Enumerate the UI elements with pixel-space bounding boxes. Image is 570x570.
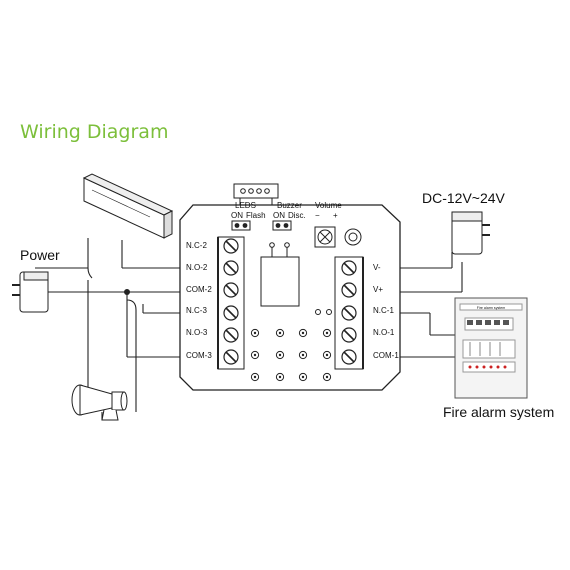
terminal-label-nc2: N.C-2 [186,241,207,250]
volume-plus-label: + [333,211,338,220]
right-terminal-block [334,256,364,370]
right-terminal-screw-1[interactable] [341,260,357,276]
volume-knob[interactable] [314,226,336,248]
terminal-label-vplus: V+ [373,285,383,294]
left-terminal-screw-3[interactable] [223,282,239,298]
buzzer-jumper[interactable] [272,220,292,231]
fire-alarm-label: Fire alarm system [443,404,554,420]
leds-flash-label: Flash [246,211,266,220]
left-terminal-screw-4[interactable] [223,305,239,321]
left-terminal-screw-6[interactable] [223,349,239,365]
buzzer-component [344,228,362,246]
fire-panel-header: Fire alarm system [477,306,506,310]
left-wiring [35,238,180,420]
relay-component [260,242,300,307]
left-terminal-screw-1[interactable] [223,238,239,254]
fire-alarm-panel-icon: Fire alarm system [454,297,528,399]
header-connector [233,183,279,205]
power-adapter-icon [12,271,49,313]
terminal-label-no3: N.O-3 [186,328,208,337]
terminal-label-no2: N.O-2 [186,263,208,272]
buzzer-on-label: ON [273,211,285,220]
right-wiring [400,252,463,358]
dc-adapter-icon [451,211,490,255]
left-terminal-block [217,236,245,370]
board-pads [250,309,332,382]
terminal-label-no1: N.O-1 [373,328,395,337]
left-terminal-screw-5[interactable] [223,327,239,343]
power-label: Power [20,247,60,263]
right-terminal-screw-3[interactable] [341,305,357,321]
maglock-icon [82,173,174,239]
right-terminal-screw-4[interactable] [341,327,357,343]
buzzer-label: Buzzer [277,201,302,210]
diagram-title: Wiring Diagram [20,121,168,143]
siren-icon [71,384,128,421]
volume-label: Volume [315,201,342,210]
terminal-label-nc1: N.C-1 [373,306,394,315]
right-terminal-screw-5[interactable] [341,349,357,365]
leds-jumper[interactable] [231,220,251,231]
buzzer-disc-label: Disc. [288,211,306,220]
left-terminal-screw-2[interactable] [223,260,239,276]
right-terminal-screw-2[interactable] [341,282,357,298]
terminal-label-vminus: V- [373,263,381,272]
dc-supply-label: DC-12V~24V [422,190,506,206]
terminal-label-com1: COM-1 [373,351,399,360]
leds-label: LEDS [235,201,256,210]
terminal-label-com2: COM-2 [186,285,212,294]
leds-on-label: ON [231,211,243,220]
terminal-label-com3: COM-3 [186,351,212,360]
terminal-label-nc3: N.C-3 [186,306,207,315]
volume-minus-label: − [315,211,320,220]
